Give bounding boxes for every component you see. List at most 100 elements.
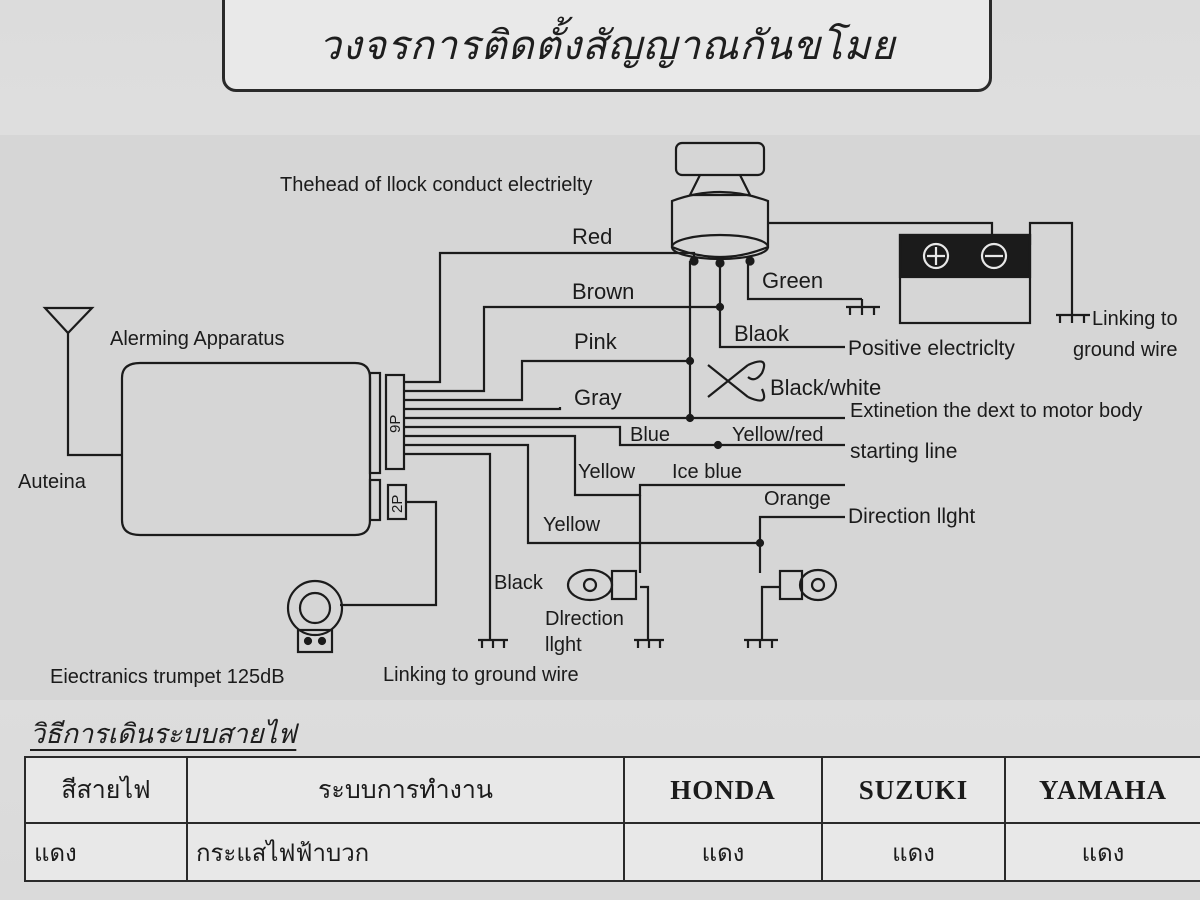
wires	[42, 141, 1090, 654]
alarm-connector-housing-2p	[368, 478, 382, 522]
wire-loop-icon	[747, 360, 766, 381]
starting-line-label: starting line	[850, 440, 957, 463]
lock-head-label: Thehead of llock conduct electrielty	[280, 174, 592, 196]
wire-yellow-iceblue	[404, 434, 845, 497]
wire-red-label: Red	[572, 224, 612, 249]
ground-icon	[1056, 313, 1090, 323]
junction-dot	[715, 302, 725, 312]
wire-black-lock	[718, 307, 845, 349]
wire-trumpet	[340, 500, 438, 607]
trumpet-label: Eiectranics trumpet 125dB	[50, 666, 285, 688]
wire-brown	[404, 263, 722, 393]
battery-terminal-plus	[922, 242, 950, 270]
page-title: วงจรการติดตั้งสัญญาณกันขโมย	[318, 23, 896, 69]
header-yamaha: YAMAHA	[1004, 756, 1200, 824]
wire-black	[404, 452, 492, 630]
wire-left-light-ground	[640, 585, 650, 630]
antenna-wire	[66, 333, 122, 457]
ground-wire-label: Linking to ground wire	[383, 664, 579, 686]
direction-light-right-socket	[778, 569, 804, 601]
cell-yamaha: แดง	[1004, 822, 1200, 882]
wire-ice-blue-label: Ice blue	[672, 461, 742, 483]
alarm-apparatus-label: Alerming Apparatus	[110, 328, 285, 350]
trumpet-bolt	[317, 636, 327, 646]
table-row: แดง กระแสไฟฟ้าบวก แดง แดง แดง	[24, 822, 1200, 882]
ground-icon	[634, 630, 664, 648]
alarm-box	[120, 361, 372, 537]
cell-honda: แดง	[623, 822, 823, 882]
wire-red	[404, 251, 696, 384]
wire-battery-ground	[1028, 221, 1074, 315]
wire-brown-label: Brown	[572, 279, 634, 304]
antenna-label: Auteina	[18, 471, 87, 493]
wire-green	[746, 261, 862, 301]
wire-black-white-label: Black/white	[770, 375, 881, 400]
connector-9p-shape	[384, 373, 406, 471]
direction-light-right-label: Direction llght	[848, 505, 975, 528]
cell-suzuki: แดง	[821, 822, 1006, 882]
wire-lock-battery	[768, 221, 994, 235]
wire-loop-icon	[747, 388, 766, 402]
lock-key-neck	[688, 174, 752, 197]
lock-key-head	[674, 141, 766, 177]
wire-yellow-orange	[404, 443, 845, 545]
direction-light-right-filament	[810, 577, 826, 593]
wiring-table: สีสายไฟ ระบบการทำงาน HONDA SUZUKI YAMAHA…	[24, 756, 1200, 882]
table-header-row: สีสายไฟ ระบบการทำงาน HONDA SUZUKI YAMAHA	[24, 756, 1200, 824]
antenna-icon	[42, 306, 95, 335]
diagram-panel: Thehead of llock conduct electrielty Ale…	[0, 135, 1200, 700]
direction-light-left-label: Dlrection	[545, 608, 624, 630]
wire-blue-label: Blue	[630, 424, 670, 446]
lock-body	[670, 190, 770, 259]
wire-yellow-label: Yellow	[578, 461, 636, 483]
battery-ground-label-2: ground wire	[1073, 339, 1178, 361]
lock-base	[670, 233, 770, 261]
wire-right-light-ground	[760, 585, 780, 630]
section-heading: วิธีการเดินระบบสายไฟ	[30, 719, 297, 750]
wire-yellow-2-label: Yellow	[543, 514, 601, 536]
header-function: ระบบการทำงาน	[186, 756, 625, 824]
trumpet-icon	[286, 579, 344, 637]
header-honda: HONDA	[623, 756, 823, 824]
wire-black-label: Black	[494, 572, 544, 594]
plus-icon	[927, 247, 945, 265]
battery-ground-label: Linking to	[1092, 308, 1178, 330]
header-wire-color: สีสายไฟ	[24, 756, 188, 824]
wire-pink-label: Pink	[574, 329, 618, 354]
extinction-label: Extinetion the dext to motor body	[850, 400, 1142, 422]
direction-light-left-socket	[610, 569, 638, 601]
trumpet-mount	[296, 628, 334, 654]
cut-wire-icon	[707, 364, 749, 398]
ground-icon	[744, 630, 778, 648]
alarm-connector-housing	[368, 371, 382, 475]
positive-label: Positive electriclty	[848, 337, 1015, 360]
cell-wire-color: แดง	[24, 822, 188, 882]
wire-gray-label: Gray	[574, 385, 622, 410]
wire-yellow-red-label: Yellow/red	[732, 424, 824, 446]
cell-function: กระแสไฟฟ้าบวก	[186, 822, 625, 882]
trumpet-bolt	[303, 636, 313, 646]
title-box: วงจรการติดตั้งสัญญาณกันขโมย	[222, 0, 992, 92]
connector-2p-label: 2P	[389, 495, 406, 513]
junction-dot	[713, 440, 723, 450]
direction-light-left-filament	[582, 577, 598, 593]
wire-pink	[404, 261, 692, 402]
wiring-diagram: Thehead of llock conduct electrielty Ale…	[18, 141, 1178, 688]
wire-green-label: Green	[762, 268, 823, 293]
connector-9p-label: 9P	[387, 415, 404, 433]
junction-dot	[685, 356, 695, 366]
wire-orange-label: Orange	[764, 488, 831, 510]
ground-icon	[846, 299, 880, 315]
direction-light-left-bulb	[566, 568, 614, 602]
battery-terminal-minus	[980, 242, 1008, 270]
battery-top	[898, 233, 1032, 279]
header-suzuki: SUZUKI	[821, 756, 1006, 824]
direction-light-right-bulb	[798, 568, 838, 602]
wire-black-lock-label: Blaok	[734, 321, 790, 346]
wire-blue	[404, 425, 845, 447]
ground-icon	[478, 630, 508, 648]
junction-dot	[685, 413, 695, 423]
trumpet-cone	[298, 591, 332, 625]
direction-light-left-label-2: llght	[545, 634, 582, 656]
wire-gray	[404, 407, 562, 411]
